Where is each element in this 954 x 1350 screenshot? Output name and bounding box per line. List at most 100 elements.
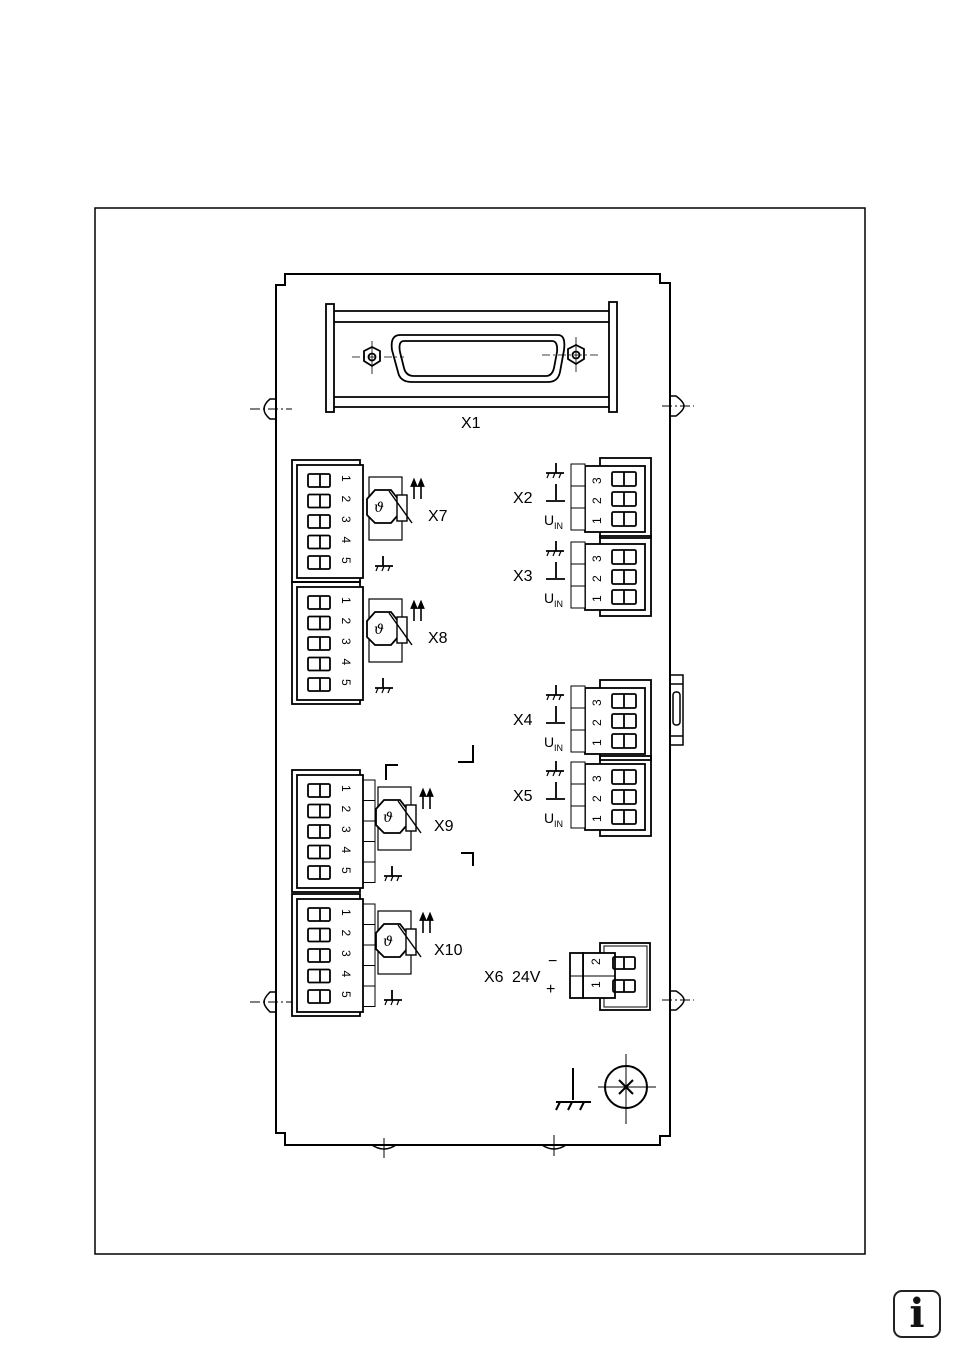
connector-x7 xyxy=(291,459,425,583)
x1-label: X1 xyxy=(461,415,481,432)
connector-x3 xyxy=(546,535,652,617)
pin-socket xyxy=(307,473,331,488)
pin-number: 1 xyxy=(339,475,353,482)
pin-number: 3 xyxy=(590,477,604,484)
connector-x4 xyxy=(546,679,652,761)
pin-number: 5 xyxy=(339,991,353,998)
terminal-screw xyxy=(362,985,376,1007)
terminal-screw xyxy=(362,944,376,966)
connector-plug xyxy=(584,687,646,755)
pin-socket xyxy=(307,803,331,819)
mounting-ear-bottom-right xyxy=(541,1135,567,1156)
x1-connector xyxy=(325,301,618,413)
connector-x10 xyxy=(291,893,434,1017)
arrowhead-icon xyxy=(419,787,427,797)
pin-number: 1 xyxy=(339,785,353,792)
terminal-screw xyxy=(362,820,376,842)
connector-label: X9 xyxy=(434,818,454,835)
signal-subscript: IN xyxy=(554,521,563,531)
arrowhead-icon xyxy=(426,911,434,921)
pin-number: 2 xyxy=(339,496,353,503)
arrowhead-icon xyxy=(426,787,434,797)
connector-label: X2 xyxy=(513,490,533,507)
connector-label: X3 xyxy=(513,568,533,585)
housing-outline xyxy=(275,273,671,1146)
pin-number: 2 xyxy=(590,497,604,504)
pin-socket xyxy=(307,677,331,692)
theta-symbol: ϑ xyxy=(374,622,384,638)
signal-subscript: IN xyxy=(554,819,563,829)
pin-socket xyxy=(307,493,331,509)
pin-number: 2 xyxy=(339,618,353,625)
corner-marks xyxy=(385,745,474,866)
terminal-screw xyxy=(362,924,376,946)
pin-number: 4 xyxy=(339,537,353,544)
x6-minus: − xyxy=(548,953,557,970)
info-icon-box: i xyxy=(893,1290,941,1338)
pin-socket xyxy=(307,656,331,672)
pin-number: 3 xyxy=(590,775,604,782)
pin-socket xyxy=(307,844,331,860)
mounting-ear-left-bottom xyxy=(250,991,292,1013)
pin-number: 3 xyxy=(339,826,353,833)
pin-number: 2 xyxy=(590,719,604,726)
pin-socket xyxy=(307,595,331,610)
pin-number: 2 xyxy=(339,806,353,813)
pin-socket xyxy=(307,865,331,880)
terminal-strip xyxy=(570,685,586,753)
x6-pin-1: 1 xyxy=(589,981,603,988)
theta-symbol: ϑ xyxy=(383,934,393,950)
pin-socket xyxy=(307,824,331,839)
mounting-ear-right-top xyxy=(662,395,694,417)
connector-label: X4 xyxy=(513,712,533,729)
terminal-strip xyxy=(570,463,586,531)
x6-voltage: 24V xyxy=(512,969,541,986)
terminal-screw xyxy=(362,903,376,925)
signal-subscript: IN xyxy=(554,743,563,753)
pin-number: 3 xyxy=(590,699,604,706)
signal-label: U xyxy=(544,734,554,750)
side-tab xyxy=(669,674,684,746)
pin-socket xyxy=(307,968,331,984)
mounting-ear-right-bottom xyxy=(662,990,694,1011)
x6-connector xyxy=(569,942,651,1011)
x6-pin-2: 2 xyxy=(589,958,603,965)
signal-label: U xyxy=(544,512,554,528)
pin-number: 1 xyxy=(339,909,353,916)
signal-subscript: IN xyxy=(554,599,563,609)
terminal-screw xyxy=(362,779,376,801)
connector-x2 xyxy=(546,457,652,539)
pin-number: 3 xyxy=(339,516,353,523)
pin-socket xyxy=(307,948,331,963)
variable-arrow xyxy=(388,612,413,646)
terminal-strip xyxy=(570,541,586,609)
connector-label: X10 xyxy=(434,942,463,959)
arrowhead-icon xyxy=(417,599,425,609)
pin-number: 4 xyxy=(339,971,353,978)
pin-number: 5 xyxy=(339,679,353,686)
mounting-ear-bottom-left xyxy=(371,1138,397,1158)
arrowhead-icon xyxy=(417,477,425,487)
x6-plus: + xyxy=(546,981,555,998)
terminal-strip xyxy=(570,761,586,829)
terminal-screw xyxy=(362,800,376,822)
connector-label: X5 xyxy=(513,788,533,805)
pin-number: 2 xyxy=(590,575,604,582)
pin-number: 1 xyxy=(590,739,604,746)
pin-number: 1 xyxy=(590,595,604,602)
connector-plug xyxy=(584,763,646,831)
pin-number: 1 xyxy=(590,517,604,524)
outer-frame xyxy=(94,207,866,1255)
chassis-ground-icon xyxy=(555,1068,591,1111)
theta-symbol: ϑ xyxy=(374,500,384,516)
terminal-screw xyxy=(362,965,376,987)
arrowhead-icon xyxy=(410,599,418,609)
signal-label: U xyxy=(544,590,554,606)
x6-label: X6 xyxy=(484,969,504,986)
pin-number: 5 xyxy=(339,867,353,874)
pin-number: 4 xyxy=(339,847,353,854)
pin-number: 3 xyxy=(590,555,604,562)
pin-socket xyxy=(307,783,331,798)
variable-arrow xyxy=(397,924,422,958)
